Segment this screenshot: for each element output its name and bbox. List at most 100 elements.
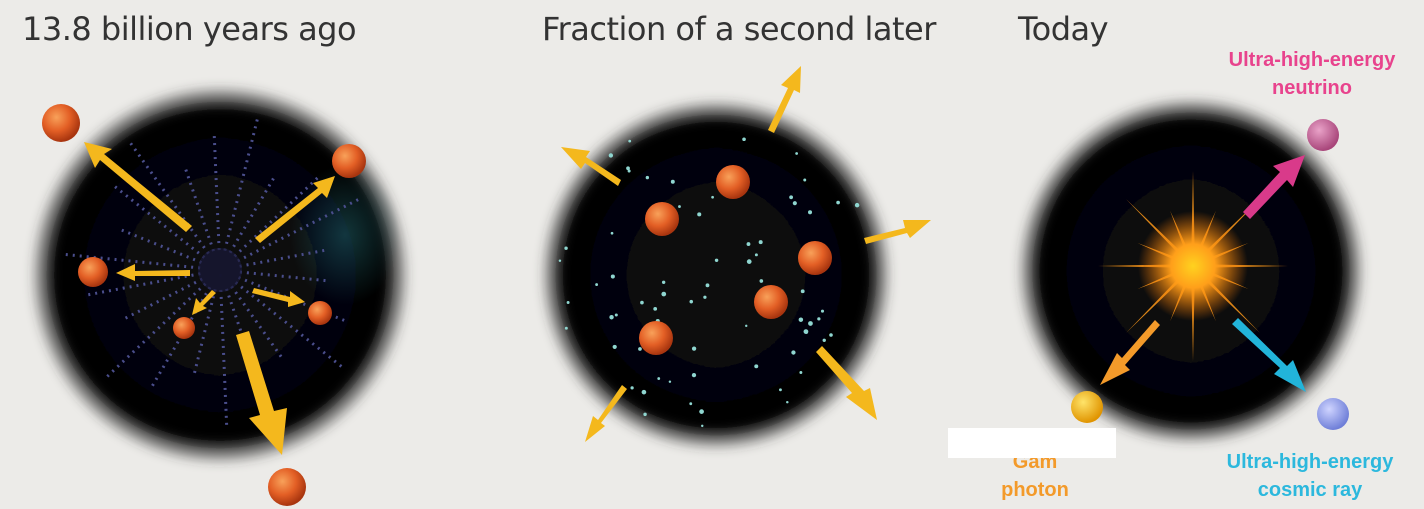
star bbox=[786, 400, 789, 404]
star bbox=[803, 329, 809, 335]
star bbox=[714, 258, 719, 263]
expansion-ray bbox=[223, 114, 260, 251]
star bbox=[691, 373, 697, 378]
star bbox=[657, 377, 661, 380]
particle bbox=[268, 468, 306, 506]
star bbox=[808, 210, 813, 215]
star bbox=[653, 306, 658, 311]
star bbox=[754, 253, 758, 257]
arrow-up-left bbox=[84, 142, 192, 232]
star bbox=[689, 299, 694, 304]
expansion-ray bbox=[60, 252, 201, 270]
neutrino-particle bbox=[1307, 119, 1339, 151]
star bbox=[628, 139, 632, 143]
panel-early-universe bbox=[32, 87, 408, 506]
star bbox=[795, 152, 799, 155]
star bbox=[746, 242, 751, 246]
arrow-down-left bbox=[585, 385, 627, 442]
arrow-up-left bbox=[561, 147, 621, 186]
star bbox=[643, 412, 647, 417]
star bbox=[697, 212, 702, 217]
particle bbox=[42, 104, 80, 142]
particle bbox=[639, 321, 673, 355]
cosmic-ray-arrow bbox=[1232, 318, 1306, 392]
label-neutrino-line2: neutrino bbox=[1272, 77, 1352, 99]
particle bbox=[645, 202, 679, 236]
star bbox=[564, 326, 568, 330]
star bbox=[645, 175, 650, 180]
expansion-ray bbox=[233, 176, 320, 258]
star bbox=[791, 350, 796, 355]
star bbox=[691, 346, 697, 351]
star bbox=[701, 424, 704, 428]
arrow-down-left-short bbox=[192, 290, 216, 315]
star bbox=[640, 300, 644, 305]
arrow-left bbox=[116, 264, 190, 281]
star bbox=[792, 201, 797, 206]
label-cosmic-ray-line1: Ultra-high-energy bbox=[1226, 451, 1394, 473]
expansion-ray bbox=[121, 277, 203, 322]
star bbox=[670, 179, 675, 184]
particle bbox=[308, 301, 332, 325]
star bbox=[661, 280, 666, 284]
expansion-ray bbox=[183, 165, 215, 252]
star bbox=[595, 283, 599, 286]
explosion-core bbox=[1138, 211, 1248, 321]
star bbox=[699, 409, 704, 414]
star bbox=[610, 274, 615, 279]
expansion-ray bbox=[230, 285, 285, 361]
star bbox=[798, 317, 804, 322]
star bbox=[822, 338, 826, 342]
star bbox=[678, 205, 681, 208]
later-arrows bbox=[561, 66, 931, 442]
star bbox=[630, 386, 634, 390]
particle bbox=[332, 144, 366, 178]
big-bang-center bbox=[198, 248, 242, 292]
arrow-right bbox=[864, 220, 931, 244]
neutrino-arrow bbox=[1243, 155, 1305, 219]
star bbox=[608, 153, 614, 158]
star bbox=[759, 279, 764, 283]
expansion-ray bbox=[237, 196, 364, 263]
star bbox=[703, 295, 707, 299]
later-universe-sphere bbox=[542, 101, 890, 449]
star bbox=[803, 178, 807, 182]
expansion-ray bbox=[239, 270, 330, 283]
label-cosmic-ray-line2: cosmic ray bbox=[1257, 479, 1363, 501]
star bbox=[626, 166, 630, 171]
star bbox=[614, 313, 618, 317]
star bbox=[779, 388, 782, 392]
star bbox=[799, 371, 803, 374]
label-cosmic-ray: Ultra-high-energy cosmic ray bbox=[1196, 448, 1424, 504]
label-photon-line2: photon bbox=[1001, 479, 1069, 501]
photon-arrow bbox=[1100, 320, 1160, 385]
panel-title-early: 13.8 billion years ago bbox=[22, 10, 357, 48]
panel-later-universe bbox=[542, 66, 931, 449]
star bbox=[711, 195, 714, 199]
star bbox=[566, 301, 570, 305]
expansion-ray bbox=[87, 272, 201, 297]
arrow-down-right bbox=[816, 346, 877, 420]
cosmic-ray-particle bbox=[1317, 398, 1349, 430]
expansion-ray bbox=[212, 135, 221, 251]
star bbox=[800, 289, 805, 294]
expansion-ray bbox=[126, 138, 210, 255]
panel-title-later: Fraction of a second later bbox=[542, 10, 936, 48]
star bbox=[661, 291, 667, 297]
star bbox=[829, 333, 833, 337]
expansion-ray bbox=[228, 174, 277, 254]
particle bbox=[798, 241, 832, 275]
star bbox=[746, 259, 752, 265]
star bbox=[745, 324, 748, 328]
star bbox=[754, 364, 759, 369]
particle bbox=[716, 165, 750, 199]
star bbox=[564, 246, 568, 250]
star bbox=[820, 309, 825, 313]
star bbox=[638, 347, 642, 351]
arrow-up-right bbox=[255, 176, 335, 243]
panel-today-universe bbox=[1019, 99, 1363, 443]
expansion-ray bbox=[239, 248, 329, 268]
star bbox=[610, 231, 614, 235]
star bbox=[817, 317, 821, 321]
